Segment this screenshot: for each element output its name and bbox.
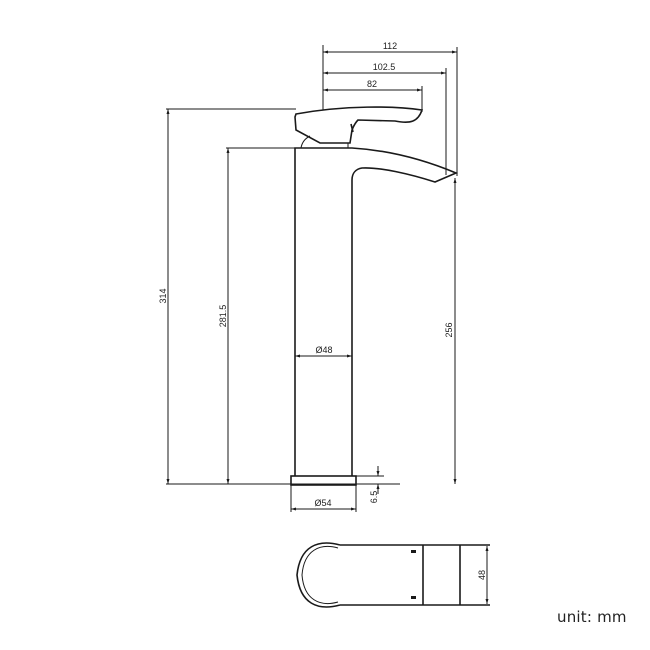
- top-plan-view: 48: [296, 542, 490, 608]
- dim-112: 112: [383, 41, 397, 51]
- top-view-inner-arc: [301, 546, 339, 604]
- dim-d48: Ø48: [315, 345, 332, 355]
- dim-281-5: 281.5: [218, 305, 228, 328]
- top-view-mark-lower: [411, 596, 416, 599]
- dim-102-5: 102.5: [373, 62, 396, 72]
- top-view-mark-upper: [411, 550, 416, 553]
- dim-256: 256: [444, 322, 454, 337]
- lever-handle: [294, 106, 424, 144]
- dim-d54: Ø54: [314, 498, 331, 508]
- side-elevation-view: 112 102.5 82 Ø48 Ø54 314 281.5 256 6.5: [158, 41, 459, 512]
- unit-label: unit: mm: [557, 608, 627, 626]
- top-view-outline: [296, 542, 490, 608]
- lever-neck: [300, 135, 311, 149]
- dim-314: 314: [158, 288, 168, 303]
- dim-82: 82: [367, 79, 377, 89]
- dim-6-5: 6.5: [369, 491, 379, 504]
- lever-cartridge-mark: [350, 123, 354, 133]
- tap-base: [290, 475, 357, 486]
- tap-body: [294, 147, 459, 476]
- dim-48-top: 48: [477, 570, 487, 580]
